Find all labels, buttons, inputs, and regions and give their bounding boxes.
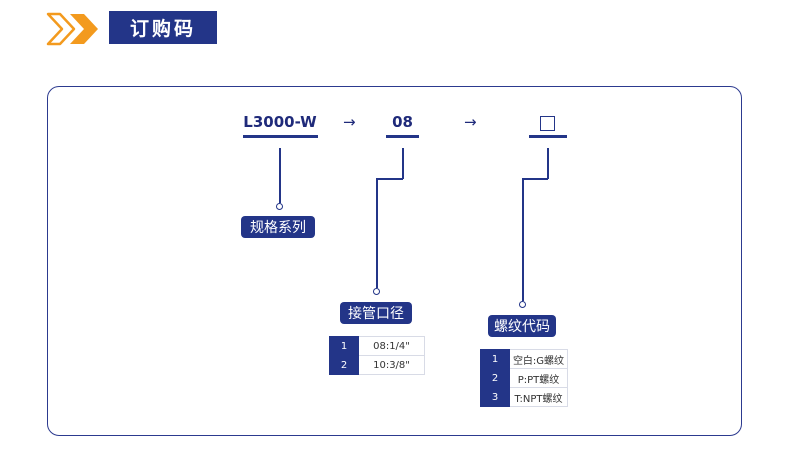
- table-row: 2 P:PT螺纹: [480, 368, 568, 388]
- port-size-table: 1 08:1/4" 2 10:3/8": [329, 336, 425, 375]
- page-title: 订购码: [109, 11, 217, 44]
- series-node: [276, 203, 283, 210]
- thread-connector-top: [547, 148, 549, 179]
- thread-code-label: 螺纹代码: [488, 315, 556, 337]
- model-code: L3000-W: [243, 113, 317, 131]
- option-value: 10:3/8": [358, 355, 425, 375]
- arrow-2: →: [464, 113, 477, 131]
- table-row: 1 空白:G螺纹: [480, 349, 568, 369]
- option-number: 1: [329, 336, 359, 356]
- option-value: 空白:G螺纹: [509, 349, 568, 369]
- thread-connector-horizontal: [522, 178, 548, 180]
- option-number: 3: [480, 387, 510, 407]
- port-size-label: 接管口径: [340, 302, 412, 324]
- series-label: 规格系列: [241, 216, 315, 238]
- size-node: [373, 288, 380, 295]
- order-code-panel: [47, 86, 742, 436]
- option-value: 08:1/4": [358, 336, 425, 356]
- chevron-right-icon: [46, 12, 98, 46]
- size-code: 08: [392, 113, 413, 131]
- option-number: 2: [480, 368, 510, 388]
- series-connector: [279, 148, 281, 203]
- thread-connector-bottom: [522, 178, 524, 301]
- size-connector-bottom: [376, 178, 378, 288]
- size-code-underline: [386, 135, 419, 138]
- model-code-underline: [243, 135, 318, 138]
- arrow-1: →: [343, 113, 356, 131]
- table-row: 2 10:3/8": [329, 355, 425, 375]
- thread-code-box: [540, 116, 555, 131]
- table-row: 1 08:1/4": [329, 336, 425, 356]
- table-row: 3 T:NPT螺纹: [480, 387, 568, 407]
- option-number: 2: [329, 355, 359, 375]
- option-value: P:PT螺纹: [509, 368, 568, 388]
- option-value: T:NPT螺纹: [509, 387, 568, 407]
- thread-node: [519, 301, 526, 308]
- size-connector-top: [402, 148, 404, 179]
- option-number: 1: [480, 349, 510, 369]
- thread-code-table: 1 空白:G螺纹 2 P:PT螺纹 3 T:NPT螺纹: [480, 349, 568, 407]
- thread-code-underline: [529, 135, 567, 138]
- size-connector-horizontal: [376, 178, 403, 180]
